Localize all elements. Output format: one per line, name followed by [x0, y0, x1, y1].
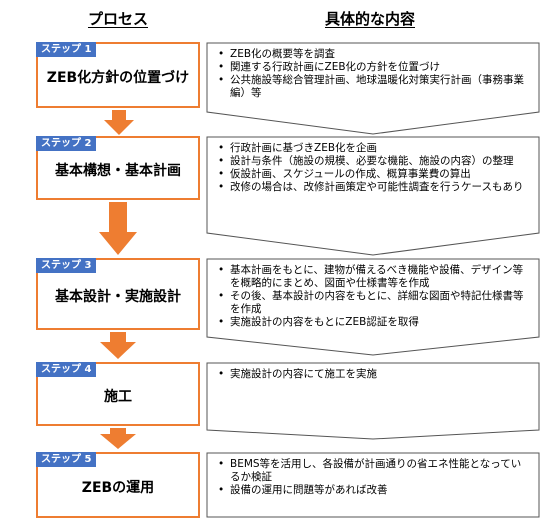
step-3-item: その後、基本設計の内容をもとに、詳細な図面や特記仕様書等を作成 [218, 290, 528, 316]
step-5-title: ZEBの運用 [81, 480, 155, 496]
step-2-items: 行政計画に基づきZEB化を企画 設計与条件（施設の規模、必要な機能、施設の内容）… [218, 142, 528, 194]
step-4-to-5-arrow [100, 428, 136, 449]
step-2-to-3-arrow [99, 202, 137, 255]
step-5-item: 設備の運用に問題等があれば改善 [218, 484, 528, 497]
step-1-items: ZEB化の概要等を調査 関連する行政計画にZEB化の方針を位置づけ 公共施設等総… [218, 48, 528, 100]
step-3-item: 基本計画をもとに、建物が備えるべき機能や設備、デザイン等を概略的にまとめ、図面や… [218, 264, 528, 290]
step-3-to-4-arrow [100, 332, 136, 359]
step-5-content-box: BEMS等を活用し、各設備が計画通りの省エネ性能となっているか検証 設備の運用に… [206, 452, 540, 518]
step-2-badge: ステップ 2 [36, 136, 97, 151]
step-2-item: 仮設計画、スケジュールの作成、概算事業費の算出 [218, 168, 528, 181]
step-4-process-box: ステップ 4 施工 [36, 362, 200, 426]
step-3-badge: ステップ 3 [36, 258, 97, 273]
step-2-content-box: 行政計画に基づきZEB化を企画 設計与条件（施設の規模、必要な機能、施設の内容）… [206, 136, 540, 256]
step-5-item: BEMS等を活用し、各設備が計画通りの省エネ性能となっているか検証 [218, 458, 528, 484]
step-4-title: 施工 [104, 389, 132, 405]
step-2-item: 改修の場合は、改修計画策定や可能性調査を行うケースもあり [218, 181, 528, 194]
step-1-process-box: ステップ 1 ZEB化方針の位置づけ [36, 42, 200, 108]
step-2-item: 設計与条件（施設の規模、必要な機能、施設の内容）の整理 [218, 155, 528, 168]
step-1-item: ZEB化の概要等を調査 [218, 48, 528, 61]
process-header: プロセス [87, 10, 148, 28]
step-1-title: ZEB化方針の位置づけ [46, 70, 190, 86]
step-1-item: 関連する行政計画にZEB化の方針を位置づけ [218, 61, 528, 74]
step-3-items: 基本計画をもとに、建物が備えるべき機能や設備、デザイン等を概略的にまとめ、図面や… [218, 264, 528, 329]
step-3-item: 実施設計の内容をもとにZEB認証を取得 [218, 316, 528, 329]
step-3-title: 基本設計・実施設計 [55, 289, 181, 305]
step-1-to-2-arrow [104, 110, 134, 135]
step-4-item: 実施設計の内容にて施工を実施 [218, 368, 528, 381]
step-2-item: 行政計画に基づきZEB化を企画 [218, 142, 528, 155]
step-2-process-box: ステップ 2 基本構想・基本計画 [36, 136, 200, 200]
step-5-badge: ステップ 5 [36, 452, 97, 467]
step-1-content-box: ZEB化の概要等を調査 関連する行政計画にZEB化の方針を位置づけ 公共施設等総… [206, 42, 540, 135]
step-3-process-box: ステップ 3 基本設計・実施設計 [36, 258, 200, 330]
step-1-item: 公共施設等総合管理計画、地球温暖化対策実行計画（事務事業編）等 [218, 74, 528, 100]
step-1-badge: ステップ 1 [36, 42, 97, 57]
step-4-content-box: 実施設計の内容にて施工を実施 [206, 362, 540, 440]
step-4-badge: ステップ 4 [36, 362, 97, 377]
content-header: 具体的な内容 [324, 10, 415, 28]
step-5-process-box: ステップ 5 ZEBの運用 [36, 452, 200, 518]
step-3-content-box: 基本計画をもとに、建物が備えるべき機能や設備、デザイン等を概略的にまとめ、図面や… [206, 258, 540, 356]
step-2-title: 基本構想・基本計画 [55, 163, 181, 179]
step-5-items: BEMS等を活用し、各設備が計画通りの省エネ性能となっているか検証 設備の運用に… [218, 458, 528, 497]
step-4-items: 実施設計の内容にて施工を実施 [218, 368, 528, 381]
